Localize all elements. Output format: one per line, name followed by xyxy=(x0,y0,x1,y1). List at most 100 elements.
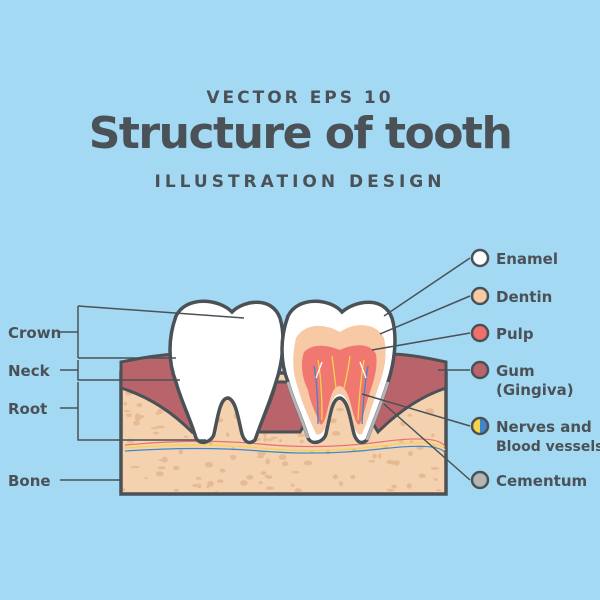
label-cementum: Cementum xyxy=(496,472,587,490)
bone-speckle xyxy=(173,488,180,492)
dentin-dot-icon xyxy=(470,286,490,306)
bone-speckle xyxy=(240,480,248,486)
bone-speckle xyxy=(407,413,412,417)
bone-speckle xyxy=(260,471,267,475)
right-callouts xyxy=(361,257,471,481)
bone-speckle xyxy=(135,413,141,420)
bone-speckle xyxy=(336,407,344,412)
bone-speckle xyxy=(144,477,148,480)
bone-speckle xyxy=(418,473,426,479)
bone-speckle xyxy=(204,461,213,468)
left-tooth xyxy=(168,299,285,445)
bone-speckle xyxy=(183,435,189,438)
bone-speckle xyxy=(217,479,224,484)
bone-speckle xyxy=(406,483,412,489)
left-callouts xyxy=(60,305,245,481)
label-nerves-sub: Blood vessels xyxy=(496,439,600,455)
bone-speckle xyxy=(409,440,414,443)
label-crown: Crown xyxy=(8,324,61,342)
label-bone: Bone xyxy=(8,472,51,490)
legend-markers xyxy=(470,248,490,490)
bone-speckle xyxy=(125,413,133,417)
bone-speckle xyxy=(350,474,356,480)
bone-speckle xyxy=(256,455,265,459)
label-gum: Gum xyxy=(496,362,535,380)
tagline: ILLUSTRATION DESIGN xyxy=(154,172,446,192)
bone-speckle xyxy=(123,402,128,406)
bone-speckle xyxy=(377,453,382,459)
bone-speckle xyxy=(270,436,278,439)
bone-speckle xyxy=(219,468,226,473)
bone-speckle xyxy=(264,474,271,478)
bone-speckle xyxy=(297,433,305,437)
pulp-dot-icon xyxy=(470,323,490,343)
bone-speckle xyxy=(332,431,341,436)
bone-speckle xyxy=(431,433,435,438)
bone-speckle xyxy=(157,408,163,415)
bone-speckle xyxy=(436,489,441,492)
bone-speckle xyxy=(425,408,434,413)
bone-speckle xyxy=(407,451,414,457)
label-root: Root xyxy=(8,400,47,418)
bone-speckle xyxy=(155,471,164,477)
enamel-dot-icon xyxy=(470,248,490,268)
bone-speckle xyxy=(294,488,302,492)
sectioned-tooth xyxy=(280,299,397,445)
bone-speckle xyxy=(338,481,344,487)
bone-speckle xyxy=(139,415,144,419)
page-title: Structure of tooth xyxy=(88,108,513,159)
bone-speckle xyxy=(195,476,202,480)
nerves-and-vessels xyxy=(313,355,369,425)
label-gum-sub: (Gingiva) xyxy=(496,381,574,399)
bone-speckle xyxy=(258,481,263,485)
subtitle: VECTOR EPS 10 xyxy=(206,88,394,108)
label-pulp: Pulp xyxy=(496,325,534,343)
bone-speckle xyxy=(368,459,376,463)
bone-speckle xyxy=(192,483,198,488)
bone-speckle xyxy=(290,483,295,487)
label-enamel: Enamel xyxy=(496,250,558,268)
label-nerves: Nerves and xyxy=(496,418,592,436)
bone-speckle xyxy=(281,461,289,467)
bone-speckle xyxy=(278,439,283,443)
bone-speckle xyxy=(215,490,219,492)
bone-speckle xyxy=(133,420,140,426)
bone-speckle xyxy=(225,432,230,437)
bone-speckle xyxy=(230,454,237,460)
bone-speckle xyxy=(299,439,304,444)
bone-speckle xyxy=(391,484,397,489)
cementum-layer xyxy=(286,381,390,441)
bone-speckle xyxy=(430,466,440,470)
bone-speckle xyxy=(263,436,267,442)
bone-speckle xyxy=(332,476,337,479)
bone-vessels xyxy=(124,438,446,454)
nerves-dot-icon xyxy=(470,416,490,436)
bone-speckle xyxy=(433,478,438,481)
bone-speckle xyxy=(207,480,214,487)
bone-speckle xyxy=(157,466,166,470)
bone-speckle xyxy=(153,431,159,435)
bone-speckle xyxy=(265,438,274,441)
gum-dot-icon xyxy=(470,360,490,380)
bone-speckle xyxy=(329,418,337,424)
bone-speckle xyxy=(150,427,159,430)
bone-speckle xyxy=(161,456,168,463)
bone-speckle xyxy=(372,453,377,459)
bone-speckle xyxy=(136,402,143,408)
bone-speckle xyxy=(178,449,183,455)
label-dentin: Dentin xyxy=(496,288,552,306)
bone-speckle xyxy=(386,488,395,492)
bone-speckle xyxy=(398,440,404,443)
label-neck: Neck xyxy=(8,362,51,380)
bone-speckle xyxy=(388,460,397,465)
bone-speckle xyxy=(173,465,180,471)
bone-speckle xyxy=(130,465,140,469)
bone-speckle xyxy=(303,460,313,466)
bone-speckle xyxy=(382,445,389,448)
bone-speckle xyxy=(246,474,254,480)
bone-speckle xyxy=(265,486,275,490)
bone-speckle xyxy=(278,454,287,461)
bone-speckle xyxy=(291,470,300,474)
